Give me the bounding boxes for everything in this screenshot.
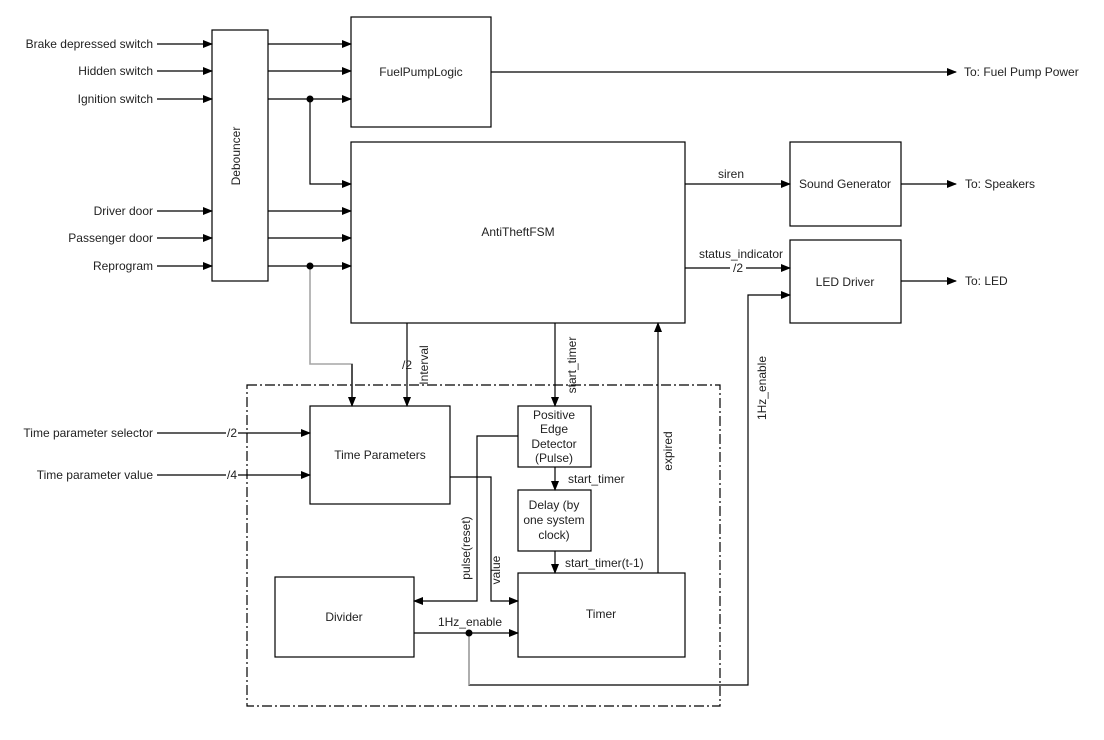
input-label-reprogram: Reprogram <box>93 259 153 273</box>
debouncer-block[interactable]: Debouncer <box>211 29 269 282</box>
bus-width-interval: /2 <box>402 358 412 372</box>
edge-detector-block[interactable]: Positive Edge Detector (Pulse) <box>517 405 592 468</box>
anti-theft-fsm-label: AntiTheftFSM <box>481 225 554 239</box>
junction-reprogram <box>306 262 314 270</box>
signal-label-pulse-reset: pulse(reset) <box>459 516 473 579</box>
led-driver-block[interactable]: LED Driver <box>789 239 902 324</box>
signal-label-start-timer-pulse: start_timer <box>568 472 625 486</box>
timing-subsystem-boundary <box>246 384 721 707</box>
signal-label-status-indicator: status_indicator <box>699 247 783 261</box>
edge-detector-label-1: Positive <box>533 408 575 422</box>
edge-detector-label-3: Detector <box>531 437 576 451</box>
sound-generator-label: Sound Generator <box>799 177 891 191</box>
divider-label: Divider <box>325 610 362 624</box>
signal-label-1hz-led: 1Hz_enable <box>755 356 769 420</box>
timer-label: Timer <box>586 607 616 621</box>
signal-label-start-timer-delayed: start_timer(t-1) <box>565 556 644 570</box>
input-label-passenger-door: Passenger door <box>68 231 153 245</box>
output-label-fuel-pump: To: Fuel Pump Power <box>964 65 1079 79</box>
input-label-time-param-value: Time parameter value <box>37 468 154 482</box>
signal-label-value: value <box>489 555 503 584</box>
wire-value <box>450 476 519 605</box>
fuel-pump-logic-label: FuelPumpLogic <box>379 65 462 79</box>
signal-label-siren: siren <box>718 167 744 181</box>
debouncer-label: Debouncer <box>229 127 243 186</box>
bus-width-value: /4 <box>227 468 237 482</box>
bus-width-selector: /2 <box>227 426 237 440</box>
input-label-ignition: Ignition switch <box>78 92 153 106</box>
input-label-hidden: Hidden switch <box>78 64 153 78</box>
anti-theft-fsm-block[interactable]: AntiTheftFSM <box>350 141 686 324</box>
signal-label-start-timer-fsm: start_timer <box>565 337 579 394</box>
sound-generator-block[interactable]: Sound Generator <box>789 141 902 227</box>
delay-label-1: Delay (by <box>529 498 580 512</box>
delay-block[interactable]: Delay (by one system clock) <box>517 489 592 552</box>
led-driver-label: LED Driver <box>816 275 875 289</box>
input-label-brake: Brake depressed switch <box>26 37 153 51</box>
input-label-driver-door: Driver door <box>94 204 153 218</box>
output-label-speakers: To: Speakers <box>965 177 1035 191</box>
signal-label-interval: Interval <box>417 345 431 384</box>
time-parameters-block[interactable]: Time Parameters <box>309 405 451 505</box>
signal-label-expired: expired <box>661 431 675 470</box>
junction-1hz <box>465 629 473 637</box>
delay-label-3: clock) <box>538 528 569 542</box>
time-parameters-label: Time Parameters <box>334 448 426 462</box>
signal-label-1hz-timer: 1Hz_enable <box>438 615 502 629</box>
wire-pulse-reset <box>413 435 518 605</box>
delay-label-2: one system <box>523 513 584 527</box>
wire-reprogram-to-time-params <box>309 266 353 397</box>
divider-block[interactable]: Divider <box>274 576 415 658</box>
output-label-led: To: LED <box>965 274 1008 288</box>
edge-detector-label-4: (Pulse) <box>535 451 573 465</box>
wire-ignition-to-fsm <box>309 99 352 188</box>
input-label-time-param-selector: Time parameter selector <box>23 426 153 440</box>
bus-width-status: /2 <box>733 261 743 275</box>
fuel-pump-logic-block[interactable]: FuelPumpLogic <box>350 16 492 128</box>
timer-block[interactable]: Timer <box>517 572 686 658</box>
edge-detector-label-2: Edge <box>540 422 568 436</box>
